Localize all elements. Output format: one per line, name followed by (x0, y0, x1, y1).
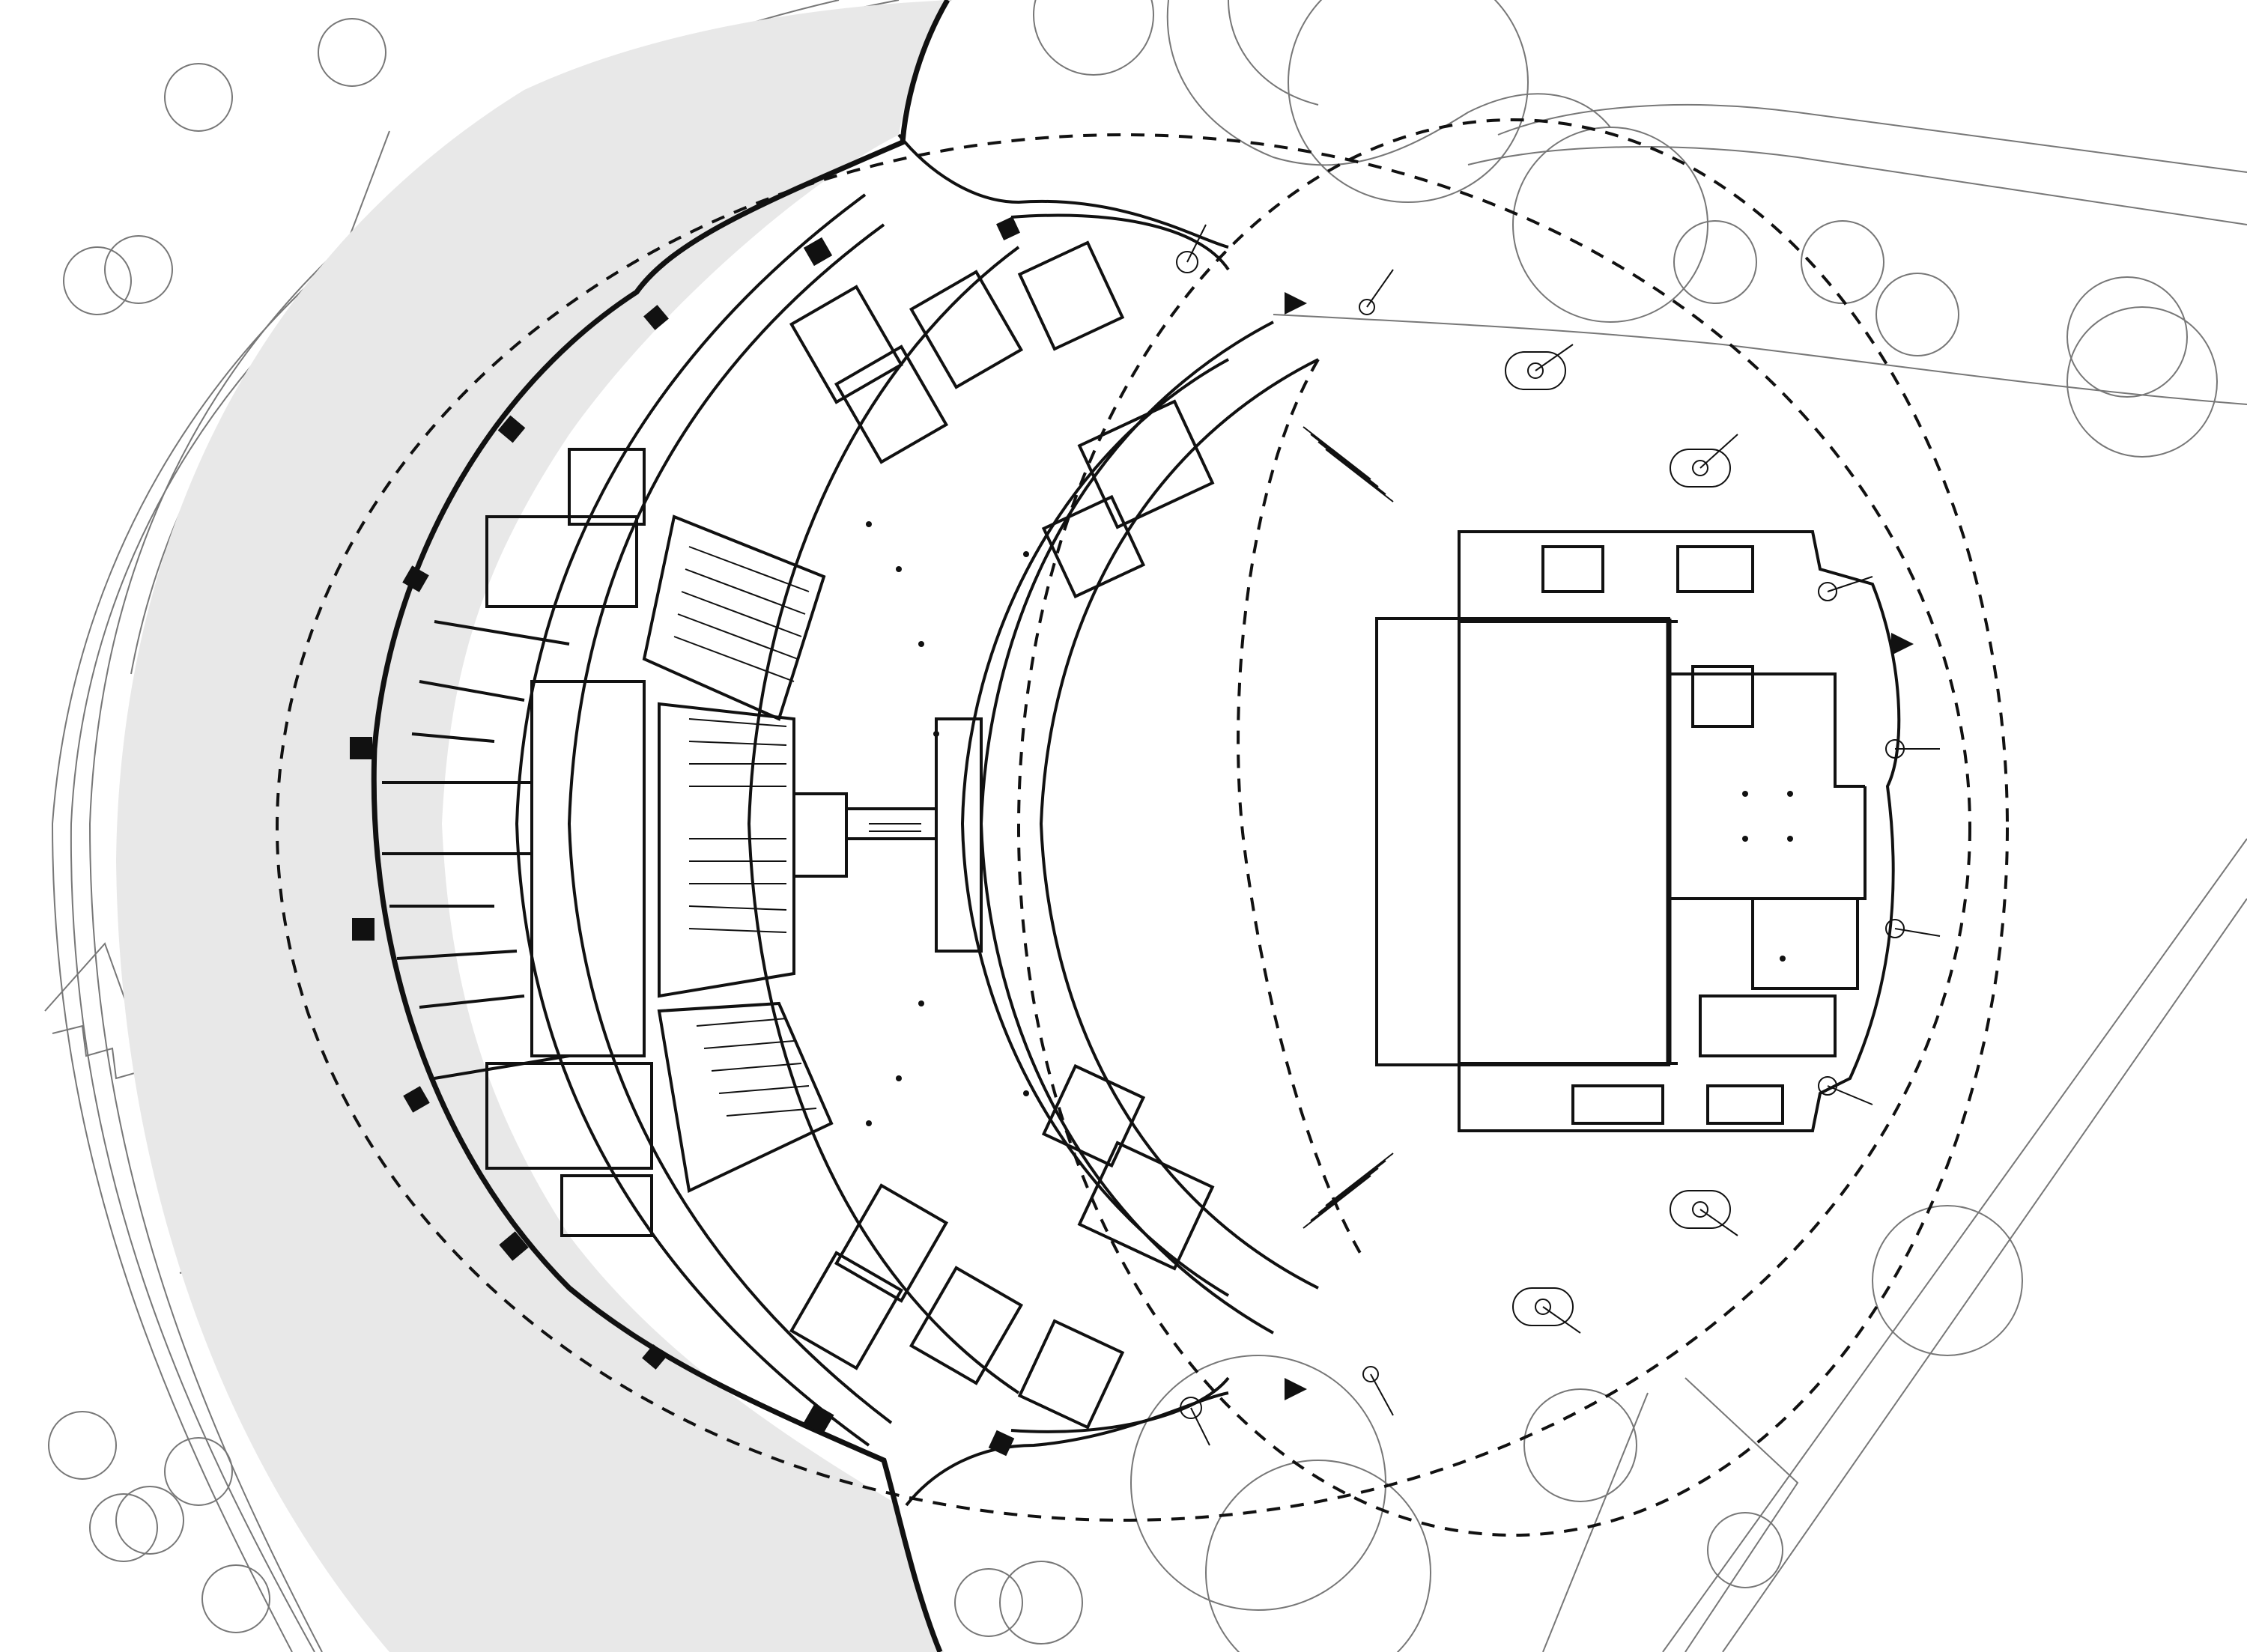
office (1041, 1063, 1146, 1168)
ring-offices (789, 240, 1215, 1430)
dashed-outlines (276, 118, 2009, 1537)
stage-block (1375, 530, 1901, 1132)
seating-rows (673, 546, 817, 1117)
column-icon (403, 1086, 430, 1113)
tree-icon (201, 1564, 270, 1633)
entrance-arrow-icon (1285, 292, 1307, 315)
lamp-icon (1885, 919, 1941, 938)
left-wing-rooms (382, 448, 653, 1237)
tree-icon (954, 1568, 1023, 1637)
room (560, 1174, 653, 1237)
column-icon (803, 237, 833, 267)
lecture-hall-south (657, 1001, 834, 1193)
stage-area (1375, 617, 1670, 1066)
column-icon (352, 918, 374, 941)
tree-icon (318, 18, 386, 87)
room (1706, 1084, 1784, 1125)
tree-icon (1512, 127, 1708, 323)
room (792, 792, 848, 878)
tree-icon (2066, 276, 2188, 398)
office (789, 285, 904, 404)
room (1676, 545, 1754, 593)
room (1541, 545, 1604, 593)
office (789, 1251, 904, 1370)
tree-icon (1872, 1205, 2023, 1356)
tree-icon (1801, 220, 1884, 304)
tree-icon (63, 246, 132, 315)
column-icon (350, 737, 372, 759)
building-inner-walls (515, 193, 1319, 1447)
tree-icon (104, 235, 173, 304)
tree-icon (1033, 0, 1154, 76)
column-icon (499, 1231, 529, 1261)
office (1017, 240, 1125, 351)
office (1041, 494, 1146, 599)
tree-icon (1875, 273, 1959, 356)
entrance-arrow-icon (1285, 1378, 1307, 1400)
trees (48, 0, 2218, 1652)
tree-icon (1205, 1460, 1431, 1652)
lamp-icon (1885, 739, 1940, 759)
lamp-icon (1818, 576, 1873, 601)
lamp-icon (1512, 1287, 1581, 1334)
site-roads (1166, 0, 2247, 1652)
tree-icon (115, 1486, 184, 1555)
office (909, 1266, 1024, 1385)
lecture-hall-north (642, 514, 826, 721)
room (485, 515, 638, 608)
site-lamps (1176, 224, 1941, 1446)
tree-icon (999, 1561, 1083, 1645)
office (834, 1183, 949, 1303)
lecture-hall-center (658, 702, 795, 998)
column-icon (643, 305, 669, 330)
lamp-icon (1362, 1366, 1394, 1416)
room (568, 448, 646, 526)
office (1077, 1141, 1215, 1271)
entrance-arrow-icon (1891, 633, 1914, 655)
office (1017, 1319, 1125, 1430)
entrance-arrows (1285, 292, 1914, 1400)
tree-icon (1673, 220, 1757, 304)
office (834, 344, 949, 464)
tree-icon (1130, 1355, 1386, 1611)
lamp-icon (1359, 269, 1394, 315)
column-icon (996, 216, 1020, 240)
tree-icon (1523, 1388, 1637, 1502)
room (485, 1062, 653, 1170)
column-icon (988, 1430, 1015, 1457)
tree-icon (1707, 1512, 1783, 1588)
room (1571, 1084, 1664, 1125)
office (1077, 399, 1215, 529)
lamp-icon (1670, 434, 1738, 488)
room (935, 717, 983, 953)
column-icon (642, 1344, 667, 1370)
room (1751, 897, 1859, 990)
tree-icon (2066, 306, 2218, 458)
tree-icon (1288, 0, 1529, 203)
column-icon (402, 565, 429, 592)
perimeter-columns (350, 216, 1020, 1457)
room (1699, 994, 1837, 1057)
room (1691, 665, 1754, 728)
building-canopies (897, 133, 1230, 1507)
corridor-block (530, 680, 646, 1057)
tree-icon (164, 1437, 233, 1506)
column-icon (803, 1403, 834, 1435)
lamp-icon (1505, 344, 1574, 390)
tree-icon (89, 1493, 158, 1562)
lamp-icon (1670, 1190, 1738, 1236)
tree-icon (164, 63, 233, 132)
column-icon (497, 415, 526, 443)
interior-columns (866, 521, 1793, 1126)
office (909, 270, 1024, 389)
lecture-halls (642, 514, 834, 1193)
plaza-band (116, 0, 951, 1652)
stairs (869, 426, 1394, 1229)
tree-icon (48, 1411, 117, 1480)
